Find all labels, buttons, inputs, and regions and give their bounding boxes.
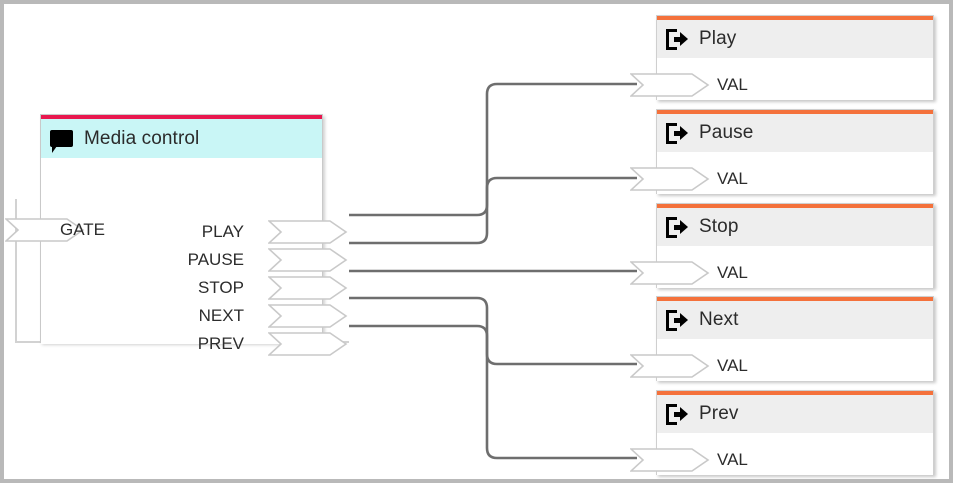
wire-next xyxy=(349,296,637,366)
port-label-stop: STOP xyxy=(198,278,244,297)
port-shape-val xyxy=(628,167,710,191)
node-accent-bar xyxy=(657,204,933,208)
node-media-control[interactable]: Media control i GATE PLAY P xyxy=(4,114,348,356)
exit-arrow-icon xyxy=(666,28,688,50)
port-shape-prev xyxy=(266,332,348,361)
port-shape-val xyxy=(628,73,710,97)
node-header-play[interactable]: Play xyxy=(657,20,933,58)
node-stop[interactable]: Stop VAL xyxy=(628,203,934,288)
port-shape-stop xyxy=(266,276,348,305)
port-shape-val xyxy=(628,354,710,378)
node-body-pause: VAL xyxy=(628,152,933,194)
port-shape-play xyxy=(266,220,348,249)
port-shape-val xyxy=(628,261,710,285)
speech-bubble-icon xyxy=(50,130,73,153)
port-val-prev[interactable]: VAL xyxy=(628,448,748,472)
port-prev[interactable]: PREV xyxy=(41,332,348,356)
node-header-pause[interactable]: Pause xyxy=(657,114,933,152)
node-title: Next xyxy=(699,309,739,330)
port-label-gate: GATE xyxy=(60,220,106,239)
port-label-val: VAL xyxy=(717,356,748,375)
port-pause[interactable]: PAUSE xyxy=(41,248,348,272)
port-shape-gate xyxy=(4,218,85,242)
wire-pause xyxy=(349,176,637,245)
node-accent-bar xyxy=(657,297,933,301)
port-label-next: NEXT xyxy=(198,306,244,325)
wire-play xyxy=(349,82,637,217)
port-label-val: VAL xyxy=(717,169,748,188)
node-body-stop: VAL xyxy=(628,246,933,288)
port-shape-pause xyxy=(266,248,348,277)
exit-arrow-icon xyxy=(666,216,688,238)
node-body-media-control: GATE PLAY PAUSE STOP xyxy=(4,158,348,356)
port-stop[interactable]: STOP xyxy=(41,276,348,300)
node-title: Stop xyxy=(699,216,739,237)
node-body-play: VAL xyxy=(628,58,933,100)
node-prev[interactable]: Prev VAL xyxy=(628,390,934,475)
node-header-prev[interactable]: Prev xyxy=(657,395,933,433)
exit-arrow-icon xyxy=(666,309,688,331)
node-body-next: VAL xyxy=(628,339,933,381)
node-accent-bar xyxy=(657,110,933,114)
port-val-next[interactable]: VAL xyxy=(628,354,748,378)
port-play[interactable]: PLAY xyxy=(41,220,348,244)
port-val-stop[interactable]: VAL xyxy=(628,261,748,285)
exit-arrow-icon xyxy=(666,122,688,144)
port-shape-val xyxy=(628,448,710,472)
port-gate[interactable]: GATE xyxy=(4,218,105,247)
port-label-val: VAL xyxy=(717,450,748,469)
port-val-pause[interactable]: VAL xyxy=(628,167,748,191)
node-next[interactable]: Next VAL xyxy=(628,296,934,381)
node-title: Pause xyxy=(699,122,754,143)
node-accent-bar xyxy=(657,391,933,395)
port-label-prev: PREV xyxy=(197,334,244,353)
node-header-stop[interactable]: Stop xyxy=(657,208,933,246)
port-val-play[interactable]: VAL xyxy=(628,73,748,97)
port-shape-next xyxy=(266,304,348,333)
wire-prev xyxy=(349,324,637,460)
node-title: Play xyxy=(699,28,737,49)
node-title: Media control xyxy=(84,127,200,149)
port-label-pause: PAUSE xyxy=(187,250,244,269)
node-pause[interactable]: Pause VAL xyxy=(628,109,934,194)
port-label-val: VAL xyxy=(717,75,748,94)
exit-arrow-icon xyxy=(666,403,688,425)
node-accent-bar xyxy=(41,115,322,119)
port-label-val: VAL xyxy=(717,263,748,282)
node-body-prev: VAL xyxy=(628,433,933,475)
node-header-next[interactable]: Next xyxy=(657,301,933,339)
node-play[interactable]: Play VAL xyxy=(628,15,934,100)
port-label-play: PLAY xyxy=(201,222,244,241)
node-title: Prev xyxy=(699,403,739,424)
node-accent-bar xyxy=(657,16,933,20)
port-next[interactable]: NEXT xyxy=(41,304,348,328)
node-header-media-control[interactable]: Media control i xyxy=(41,119,322,241)
